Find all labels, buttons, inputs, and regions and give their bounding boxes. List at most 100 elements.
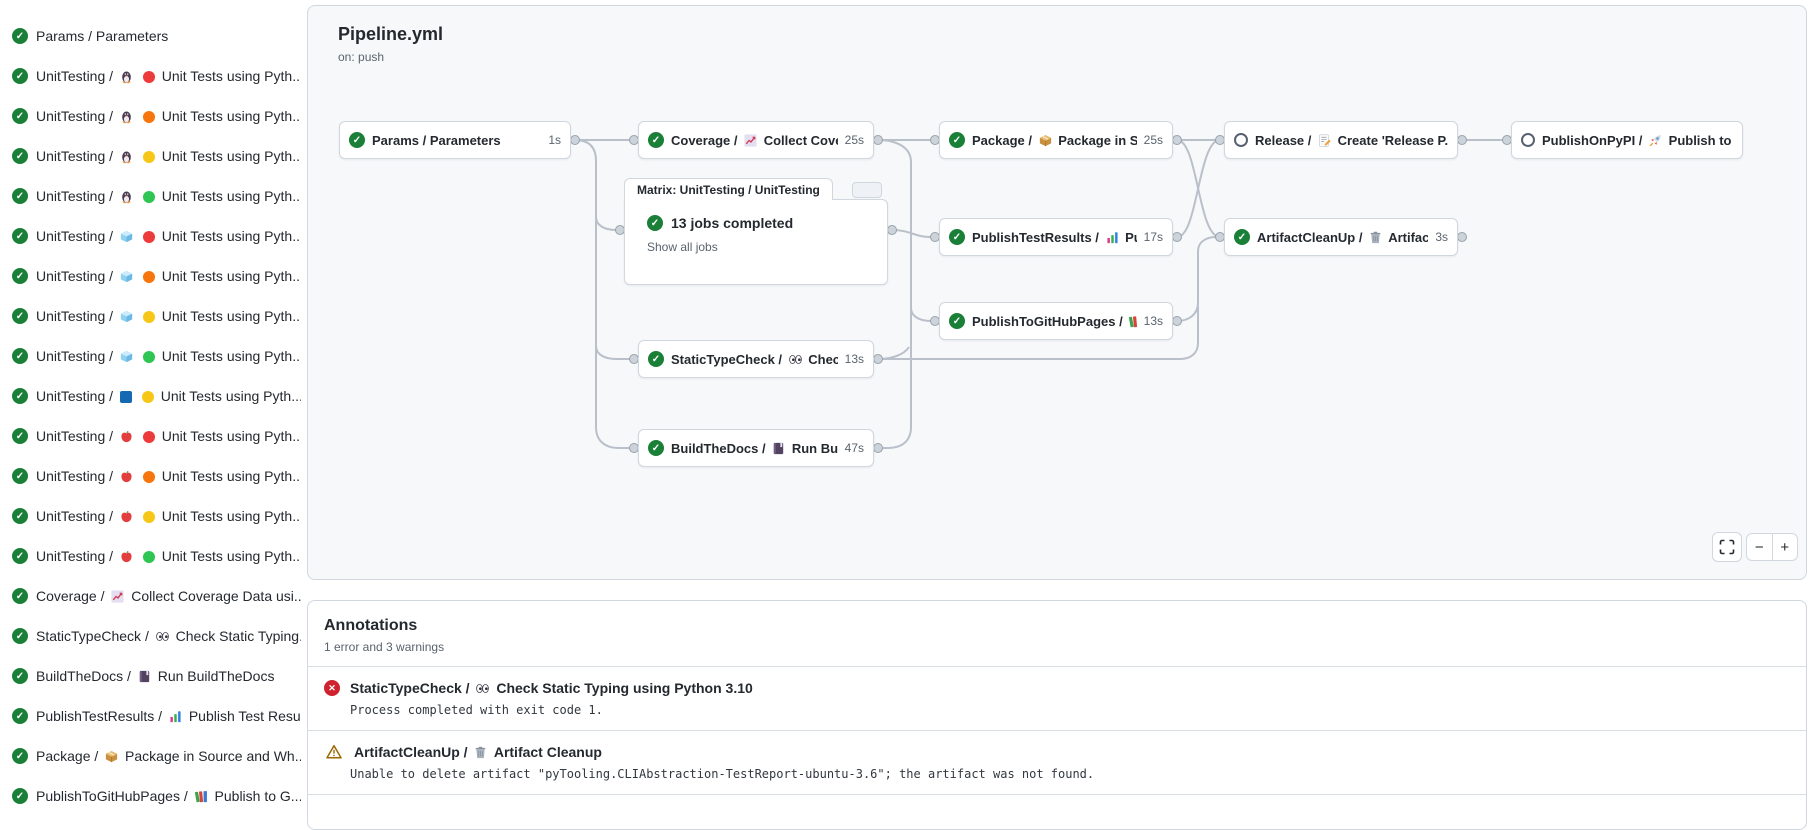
matrix-summary: 13 jobs completed	[671, 215, 794, 231]
node-label: PublishToGitHubPages / ...	[972, 314, 1137, 329]
annotation-job-link[interactable]: ✕ StaticTypeCheck / Check Static Typing u…	[324, 680, 1790, 696]
job-label: BuildTheDocs / Run BuildTheDocs	[36, 668, 275, 684]
annotation-item-error: ✕ StaticTypeCheck / Check Static Typing u…	[308, 666, 1806, 730]
success-icon: ✓	[12, 68, 28, 84]
pipeline-node-publishtestresults[interactable]: ✓PublishTestResults / Pu...17s	[939, 218, 1173, 256]
edge	[877, 139, 912, 449]
edge	[1176, 139, 1221, 238]
sidebar-job-item[interactable]: ✓ UnitTesting / Unit Tests using Pyth...	[0, 296, 307, 336]
success-icon: ✓	[12, 468, 28, 484]
annotation-row-cutoff	[308, 794, 1806, 829]
sidebar-job-item[interactable]: ✓ UnitTesting / Unit Tests using Pyth...	[0, 456, 307, 496]
sidebar-job-item[interactable]: ✓UnitTesting / Unit Tests using Pyth...	[0, 416, 307, 456]
job-label: Package / Package in Source and Wh...	[36, 748, 301, 764]
success-icon: ✓	[648, 440, 664, 456]
pipeline-node-coverage[interactable]: ✓Coverage / Collect Cove...25s	[638, 121, 874, 159]
sidebar-job-item[interactable]: ✓UnitTesting / Unit Tests using Pyth...	[0, 216, 307, 256]
success-icon: ✓	[12, 788, 28, 804]
connection-dot	[887, 225, 897, 235]
error-icon: ✕	[324, 680, 340, 696]
linux-icon	[122, 71, 131, 84]
annotation-heading: StaticTypeCheck / Check Static Typing us…	[350, 680, 753, 696]
sidebar-job-item[interactable]: ✓Params / Parameters	[0, 16, 307, 56]
pipeline-node-package[interactable]: ✓Package / Package in So...25s	[939, 121, 1173, 159]
annotation-message: Process completed with exit code 1.	[350, 703, 603, 717]
py-yellow-icon	[142, 510, 155, 523]
annotation-job-link[interactable]: ArtifactCleanUp / Artifact Cleanup	[324, 744, 1790, 760]
node-duration: 13s	[844, 352, 864, 366]
sidebar-job-item[interactable]: ✓UnitTesting / Unit Tests using Pyth...	[0, 96, 307, 136]
sidebar-job-item[interactable]: ✓ UnitTesting / Unit Tests using Pyth...	[0, 56, 307, 96]
show-all-jobs-link[interactable]: Show all jobs	[647, 240, 718, 254]
sidebar-job-item[interactable]: ✓UnitTesting / Unit Tests using Pyth...	[0, 256, 307, 296]
notebook-icon	[139, 670, 150, 683]
py-red-icon	[142, 230, 155, 243]
job-label: UnitTesting / Unit Tests using Pyth...	[36, 388, 301, 404]
trash-icon	[1370, 231, 1381, 243]
success-icon: ✓	[12, 748, 28, 764]
sidebar-job-item[interactable]: ✓PublishTestResults / Publish Test Resu.…	[0, 696, 307, 736]
pipeline-node-statictypecheck[interactable]: ✓StaticTypeCheck / Chec...13s	[638, 340, 874, 378]
edge	[574, 139, 634, 449]
bar-chart-icon	[1106, 231, 1118, 243]
job-label: UnitTesting / Unit Tests using Pyth...	[36, 108, 301, 124]
pipeline-node-publishtogithubpages[interactable]: ✓PublishToGitHubPages / ...13s	[939, 302, 1173, 340]
msys2-square-icon	[119, 390, 132, 403]
success-icon: ✓	[12, 508, 28, 524]
node-label: PublishTestResults / Pu...	[972, 229, 1137, 245]
py-green-icon	[142, 550, 155, 563]
connection-dot	[1457, 232, 1467, 242]
job-label: Coverage / Collect Coverage Data usi...	[36, 588, 301, 604]
pipeline-node-release[interactable]: Release / Create 'Release P...	[1224, 121, 1458, 159]
sidebar-job-item[interactable]: ✓BuildTheDocs / Run BuildTheDocs	[0, 656, 307, 696]
matrix-group-node[interactable]: ✓ 13 jobs completed Show all jobs	[624, 199, 888, 285]
sidebar-job-item[interactable]: ✓UnitTesting / Unit Tests using Pyth...	[0, 496, 307, 536]
pipeline-node-buildthedocs[interactable]: ✓BuildTheDocs / Run Buil...47s	[638, 429, 874, 467]
ice-cube-icon	[120, 230, 133, 243]
apple-icon	[121, 510, 132, 523]
sidebar-job-item[interactable]: ✓UnitTesting / Unit Tests using Pyth...	[0, 136, 307, 176]
job-label: UnitTesting / Unit Tests using Pyth...	[36, 268, 301, 284]
node-label: StaticTypeCheck / Chec...	[671, 351, 838, 367]
linux-icon	[122, 191, 131, 204]
eyes-icon	[155, 631, 169, 642]
success-icon: ✓	[12, 28, 28, 44]
books-icon	[194, 791, 207, 803]
zoom-out-button[interactable]: −	[1754, 538, 1764, 556]
py-yellow-icon	[141, 390, 154, 403]
node-duration: 13s	[1143, 314, 1163, 328]
connection-dot	[570, 135, 580, 145]
sidebar-job-item[interactable]: ✓ Package / Package in Source and Wh...	[0, 736, 307, 776]
py-green-icon	[142, 190, 155, 203]
sidebar-job-item[interactable]: ✓UnitTesting / Unit Tests using Pyth...	[0, 336, 307, 376]
annotations-title: Annotations	[324, 617, 418, 634]
job-label: UnitTesting / Unit Tests using Pyth...	[36, 68, 301, 84]
sidebar-job-item[interactable]: ✓UnitTesting / Unit Tests using Pyth...	[0, 536, 307, 576]
workflow-file-title: Pipeline.yml	[338, 24, 444, 44]
pipeline-node-artifactcleanup[interactable]: ✓ArtifactCleanUp / Artifac...3s	[1224, 218, 1458, 256]
zoom-in-button[interactable]: +	[1771, 534, 1798, 560]
pipeline-node-publishonpypi[interactable]: PublishOnPyPI / Publish to ...	[1511, 121, 1743, 159]
sidebar-job-item[interactable]: ✓StaticTypeCheck / Check Static Typing..…	[0, 616, 307, 656]
job-list: ✓Params / Parameters✓UnitTesting / Unit …	[0, 16, 307, 816]
bar-chart-icon	[170, 711, 181, 723]
success-icon: ✓	[12, 308, 28, 324]
linux-icon	[122, 111, 131, 124]
connection-dot	[873, 135, 883, 145]
node-label: Params / Parameters	[372, 132, 501, 148]
skipped-icon	[1521, 133, 1535, 147]
fullscreen-button[interactable]	[1712, 532, 1742, 562]
sidebar-job-item[interactable]: ✓UnitTesting / Unit Tests using Pyth...	[0, 376, 307, 416]
sidebar-job-item[interactable]: ✓ Coverage / Collect Coverage Data usi...	[0, 576, 307, 616]
ice-cube-icon	[120, 310, 133, 323]
connection-dot	[873, 354, 883, 364]
success-icon: ✓	[12, 588, 28, 604]
job-label: UnitTesting / Unit Tests using Pyth...	[36, 468, 301, 484]
success-icon: ✓	[647, 215, 663, 231]
success-icon: ✓	[349, 132, 365, 148]
sidebar-job-item[interactable]: ✓UnitTesting / Unit Tests using Pyth...	[0, 176, 307, 216]
job-label: UnitTesting / Unit Tests using Pyth...	[36, 308, 301, 324]
sidebar-job-item[interactable]: ✓PublishToGitHubPages / Publish to G...	[0, 776, 307, 816]
